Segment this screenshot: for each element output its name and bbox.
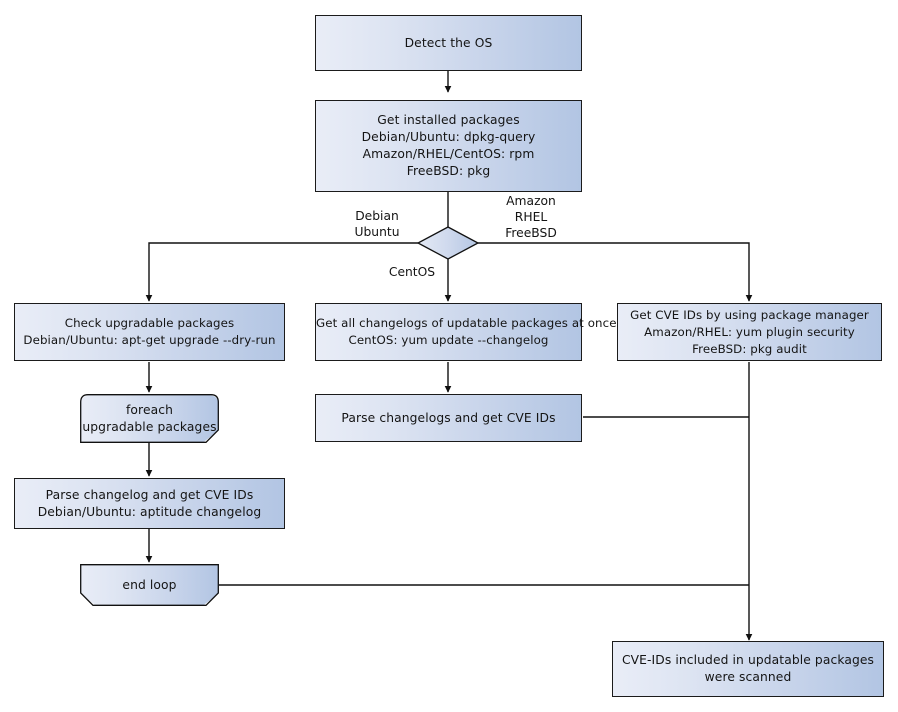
edge-decision-to-check-upgradable: [145, 242, 418, 302]
node-get-all-changelogs-line-1: Get all changelogs of updatable packages…: [316, 316, 617, 330]
node-get-all-changelogs[interactable]: Get all changelogs of updatable packages…: [315, 303, 617, 361]
node-get-cve-ids-pkgmgr[interactable]: Get CVE IDs by using package manager Ama…: [617, 303, 882, 361]
node-check-upgradable-line-1: Check upgradable packages: [64, 316, 235, 330]
node-get-installed-packages-line-2: Debian/Ubuntu: dpkg-query: [361, 130, 536, 144]
node-get-installed-packages-line-1: Get installed packages: [377, 113, 520, 127]
node-check-upgradable-line-2: Debian/Ubuntu: apt-get upgrade --dry-run: [23, 333, 276, 347]
edge-label-freebsd: FreeBSD: [505, 226, 557, 240]
node-foreach-line-2: upgradable packages: [82, 419, 217, 434]
node-get-installed-packages-line-3: Amazon/RHEL/CentOS: rpm: [362, 147, 535, 161]
edge-label-debian: Debian: [355, 209, 399, 223]
node-get-cve-ids-pkgmgr-line-2: Amazon/RHEL: yum plugin security: [644, 324, 855, 339]
node-detect-os[interactable]: Detect the OS: [315, 15, 582, 71]
edge-label-debian-ubuntu: Debian Ubuntu: [346, 208, 408, 240]
edge-decision-to-cve-pkgmgr: [478, 242, 753, 302]
node-scan-complete[interactable]: CVE-IDs included in updatable packages w…: [612, 641, 884, 697]
node-get-cve-ids-pkgmgr-line-1: Get CVE IDs by using package manager: [630, 307, 869, 322]
edge-label-amazon: Amazon: [506, 194, 556, 208]
node-parse-changelog-left-line-1: Parse changelog and get CVE IDs: [45, 487, 254, 502]
node-parse-changelog-left-line-2: Debian/Ubuntu: aptitude changelog: [37, 504, 262, 519]
edge-label-rhel: RHEL: [514, 210, 548, 224]
edge-label-centos: CentOS: [384, 264, 440, 280]
node-end-loop-line-1: end loop: [122, 577, 177, 592]
node-get-installed-packages[interactable]: Get installed packages Debian/Ubuntu: dp…: [315, 100, 582, 192]
node-parse-changelogs-center-line-1: Parse changelogs and get CVE IDs: [341, 410, 556, 425]
node-get-cve-ids-pkgmgr-line-3: FreeBSD: pkg audit: [692, 341, 807, 356]
node-get-installed-packages-line-4: FreeBSD: pkg: [406, 164, 491, 178]
node-get-all-changelogs-line-2: CentOS: yum update --changelog: [348, 333, 549, 347]
node-parse-changelog-left[interactable]: Parse changelog and get CVE IDs Debian/U…: [14, 478, 285, 529]
node-foreach-line-1: foreach: [126, 402, 173, 417]
node-check-upgradable[interactable]: Check upgradable packages Debian/Ubuntu:…: [14, 303, 285, 361]
node-parse-changelogs-center[interactable]: Parse changelogs and get CVE IDs: [315, 394, 582, 442]
node-end-loop[interactable]: end loop: [80, 564, 219, 606]
edge-label-amazon-rhel-freebsd: Amazon RHEL FreeBSD: [492, 193, 570, 241]
edge-label-ubuntu: Ubuntu: [354, 225, 400, 239]
node-scan-complete-line-1: CVE-IDs included in updatable packages: [621, 653, 875, 667]
node-scan-complete-line-2: were scanned: [704, 670, 792, 684]
node-foreach-loop-start[interactable]: foreach upgradable packages: [80, 394, 219, 443]
node-detect-os-line-1: Detect the OS: [404, 35, 493, 50]
edge-label-centos-text: CentOS: [388, 265, 436, 279]
